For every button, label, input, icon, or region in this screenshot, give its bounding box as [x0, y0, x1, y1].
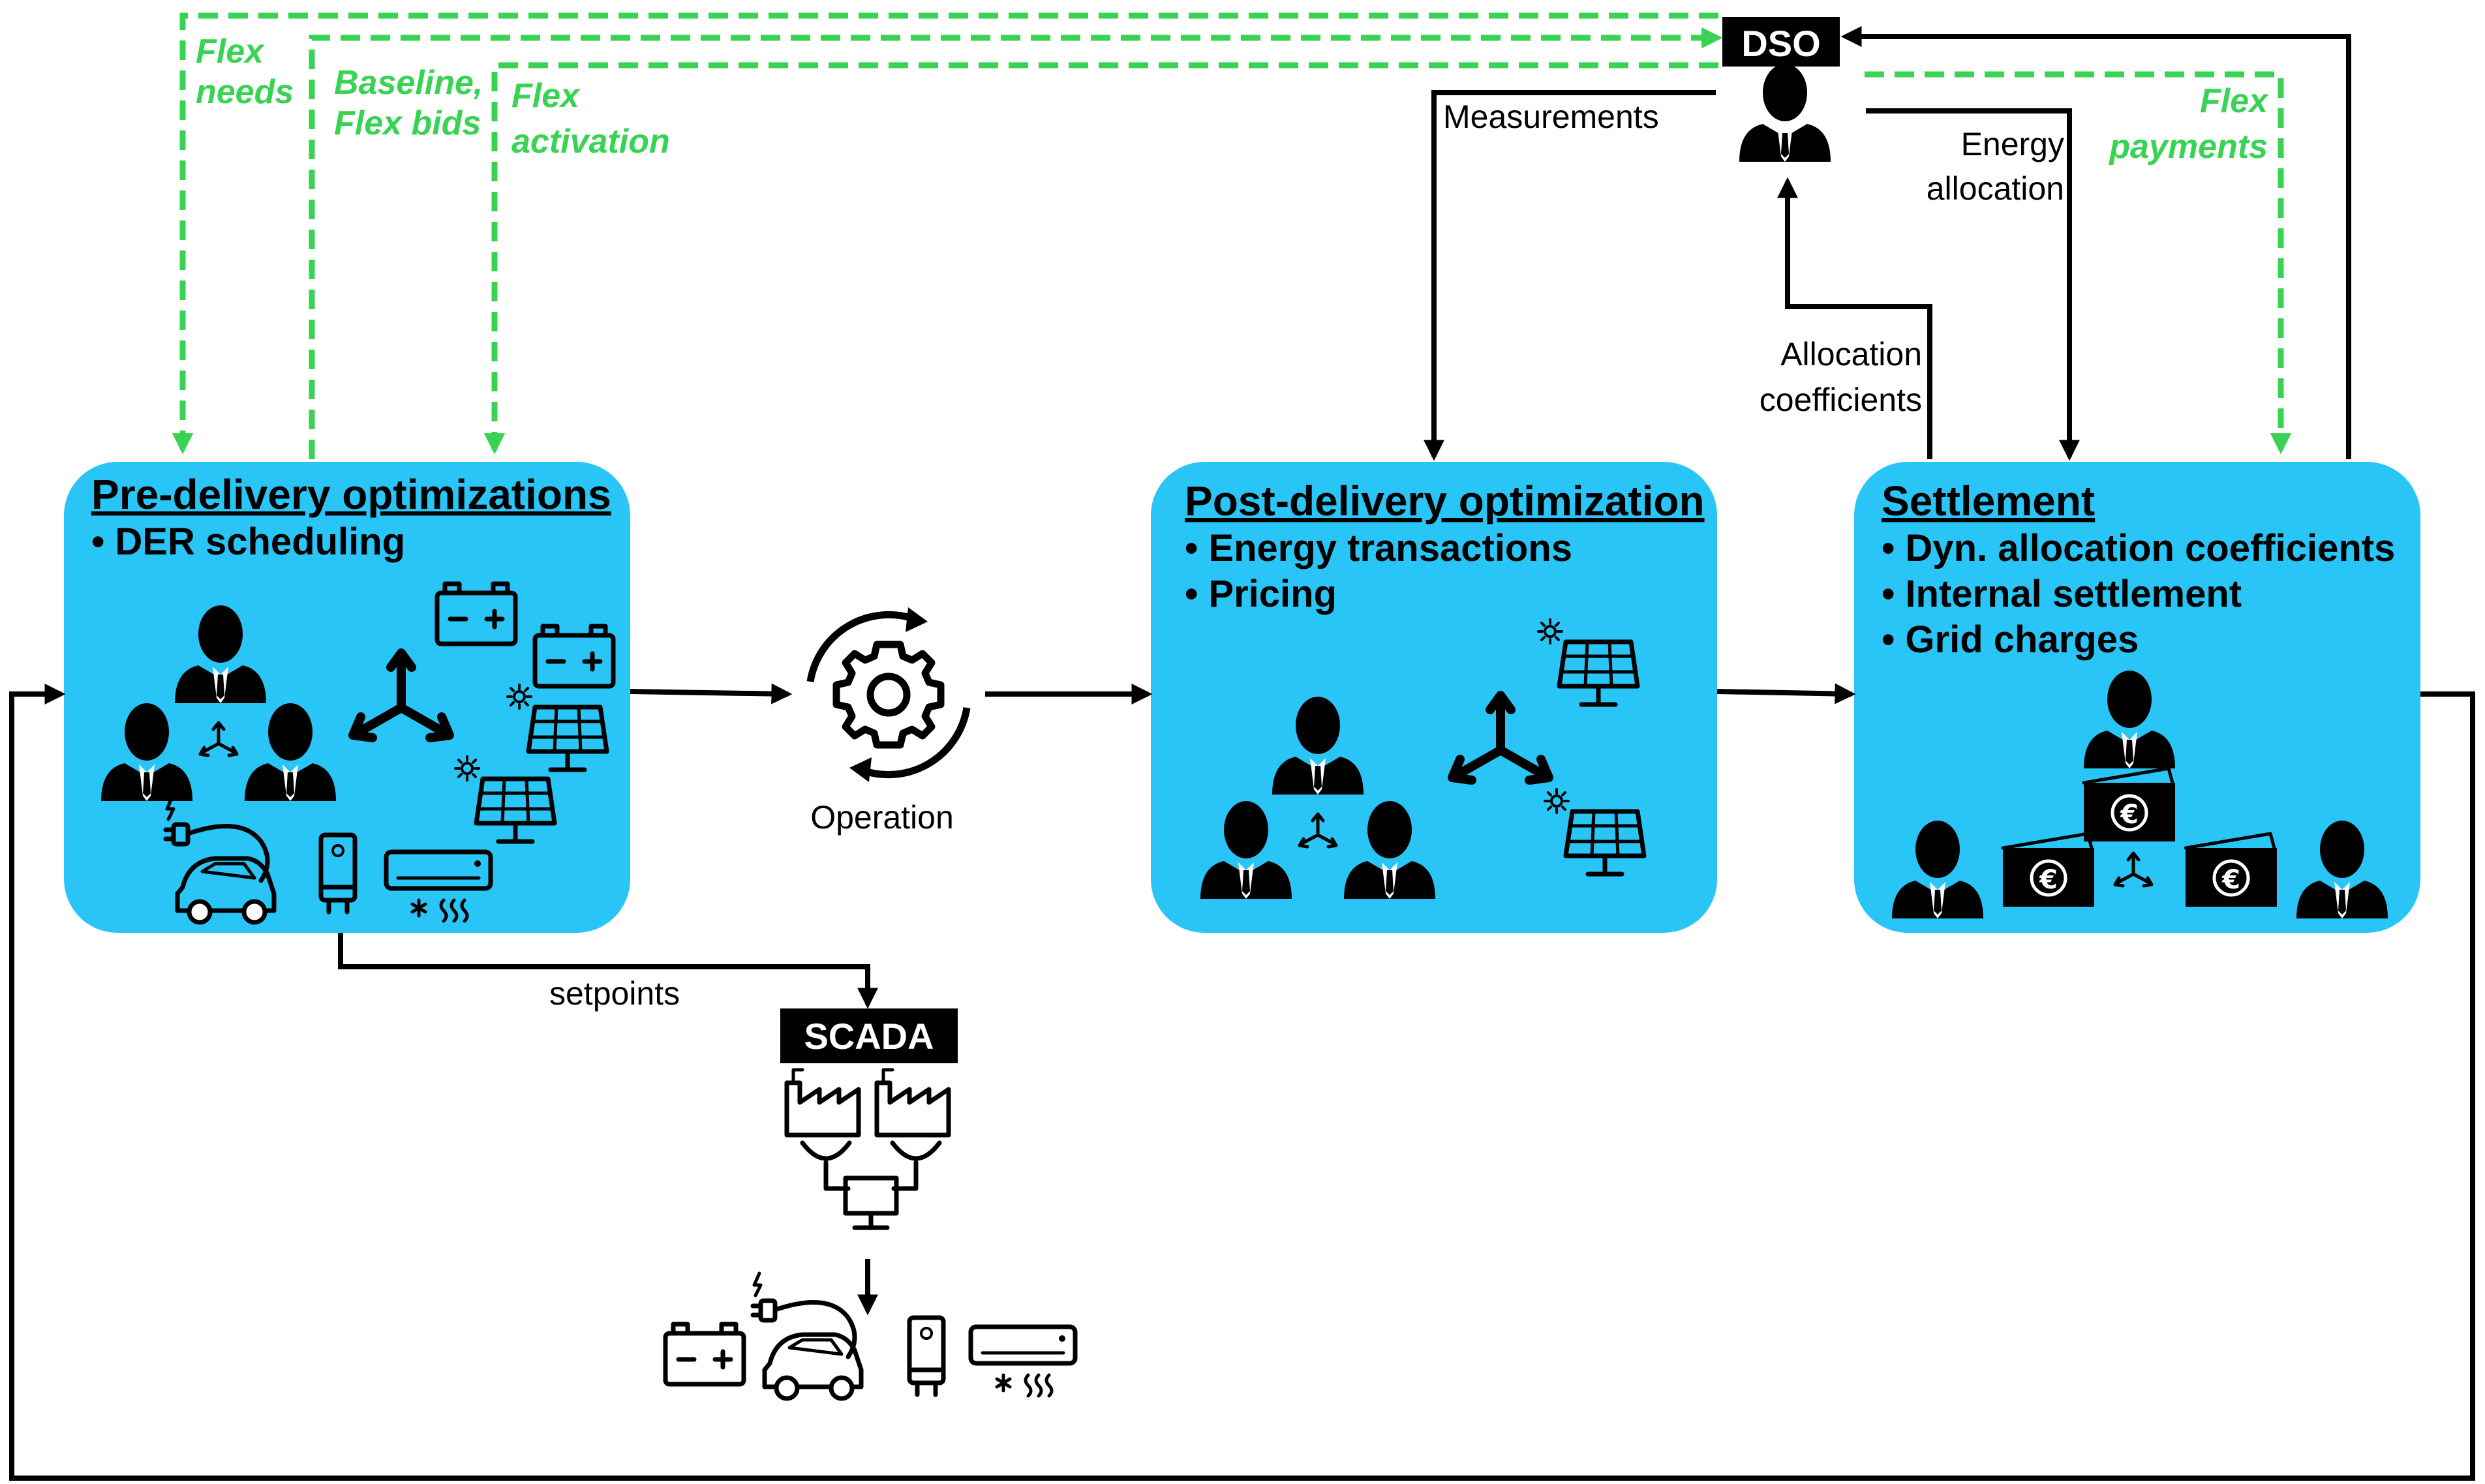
air-conditioner-icon	[971, 1327, 1075, 1396]
arrow-setpoints	[338, 933, 878, 1009]
baseline-bids-arrow	[309, 27, 1723, 459]
arrow-measurements	[1424, 90, 1716, 461]
settle-bullet-2: • Internal settlement	[1882, 573, 2242, 615]
settlement-title: Settlement	[1882, 477, 2095, 524]
arrow-pre-to-operation	[630, 683, 793, 704]
dso-label: DSO	[1741, 23, 1820, 64]
gear-icon	[806, 607, 971, 782]
post-delivery-box	[1151, 462, 1717, 933]
operation-label: Operation	[810, 799, 954, 836]
setpoints-label: setpoints	[549, 975, 680, 1012]
monitor-icon	[843, 1175, 899, 1216]
post-bullet-2: • Pricing	[1185, 573, 1337, 615]
settle-bullet-1: • Dyn. allocation coefficients	[1882, 527, 2395, 569]
pre-delivery-box	[64, 462, 630, 933]
operation-node: Operation	[806, 607, 971, 836]
arrow-post-to-settlement	[1716, 683, 1856, 704]
factory-icon	[787, 1070, 859, 1135]
pre-bullet-1: • DER scheduling	[91, 521, 405, 563]
person-icon	[1739, 64, 1831, 162]
dso-tag	[1722, 17, 1840, 67]
settle-bullet-3: • Grid charges	[1882, 618, 2139, 661]
post-delivery-title: Post-delivery optimization	[1185, 477, 1705, 524]
arrow-allocation-coefficients	[1777, 177, 1932, 459]
pre-delivery-title: Pre-delivery optimizations	[91, 471, 611, 518]
measurements-label: Measurements	[1443, 98, 1659, 135]
arrow-settlement-to-dso	[1840, 26, 2351, 459]
arrow-energy-allocation	[1866, 108, 2080, 461]
baseline-bids-label: Baseline,Flex bids	[334, 64, 483, 142]
scada-label: SCADA	[804, 1016, 934, 1057]
scada-tag	[780, 1008, 958, 1063]
scada-gears	[800, 1140, 942, 1161]
battery-icon	[665, 1324, 744, 1384]
flex-activation-arrow	[483, 62, 1718, 455]
ev-charger-icon	[753, 1273, 861, 1399]
feedback-loop-arrow	[9, 684, 2475, 1481]
flex-payments-arrow	[1865, 71, 2292, 455]
factory-icon	[877, 1070, 949, 1135]
post-bullet-1: • Energy transactions	[1185, 527, 1572, 569]
water-heater-icon	[909, 1318, 943, 1395]
flex-needs-arrow	[172, 12, 1718, 455]
